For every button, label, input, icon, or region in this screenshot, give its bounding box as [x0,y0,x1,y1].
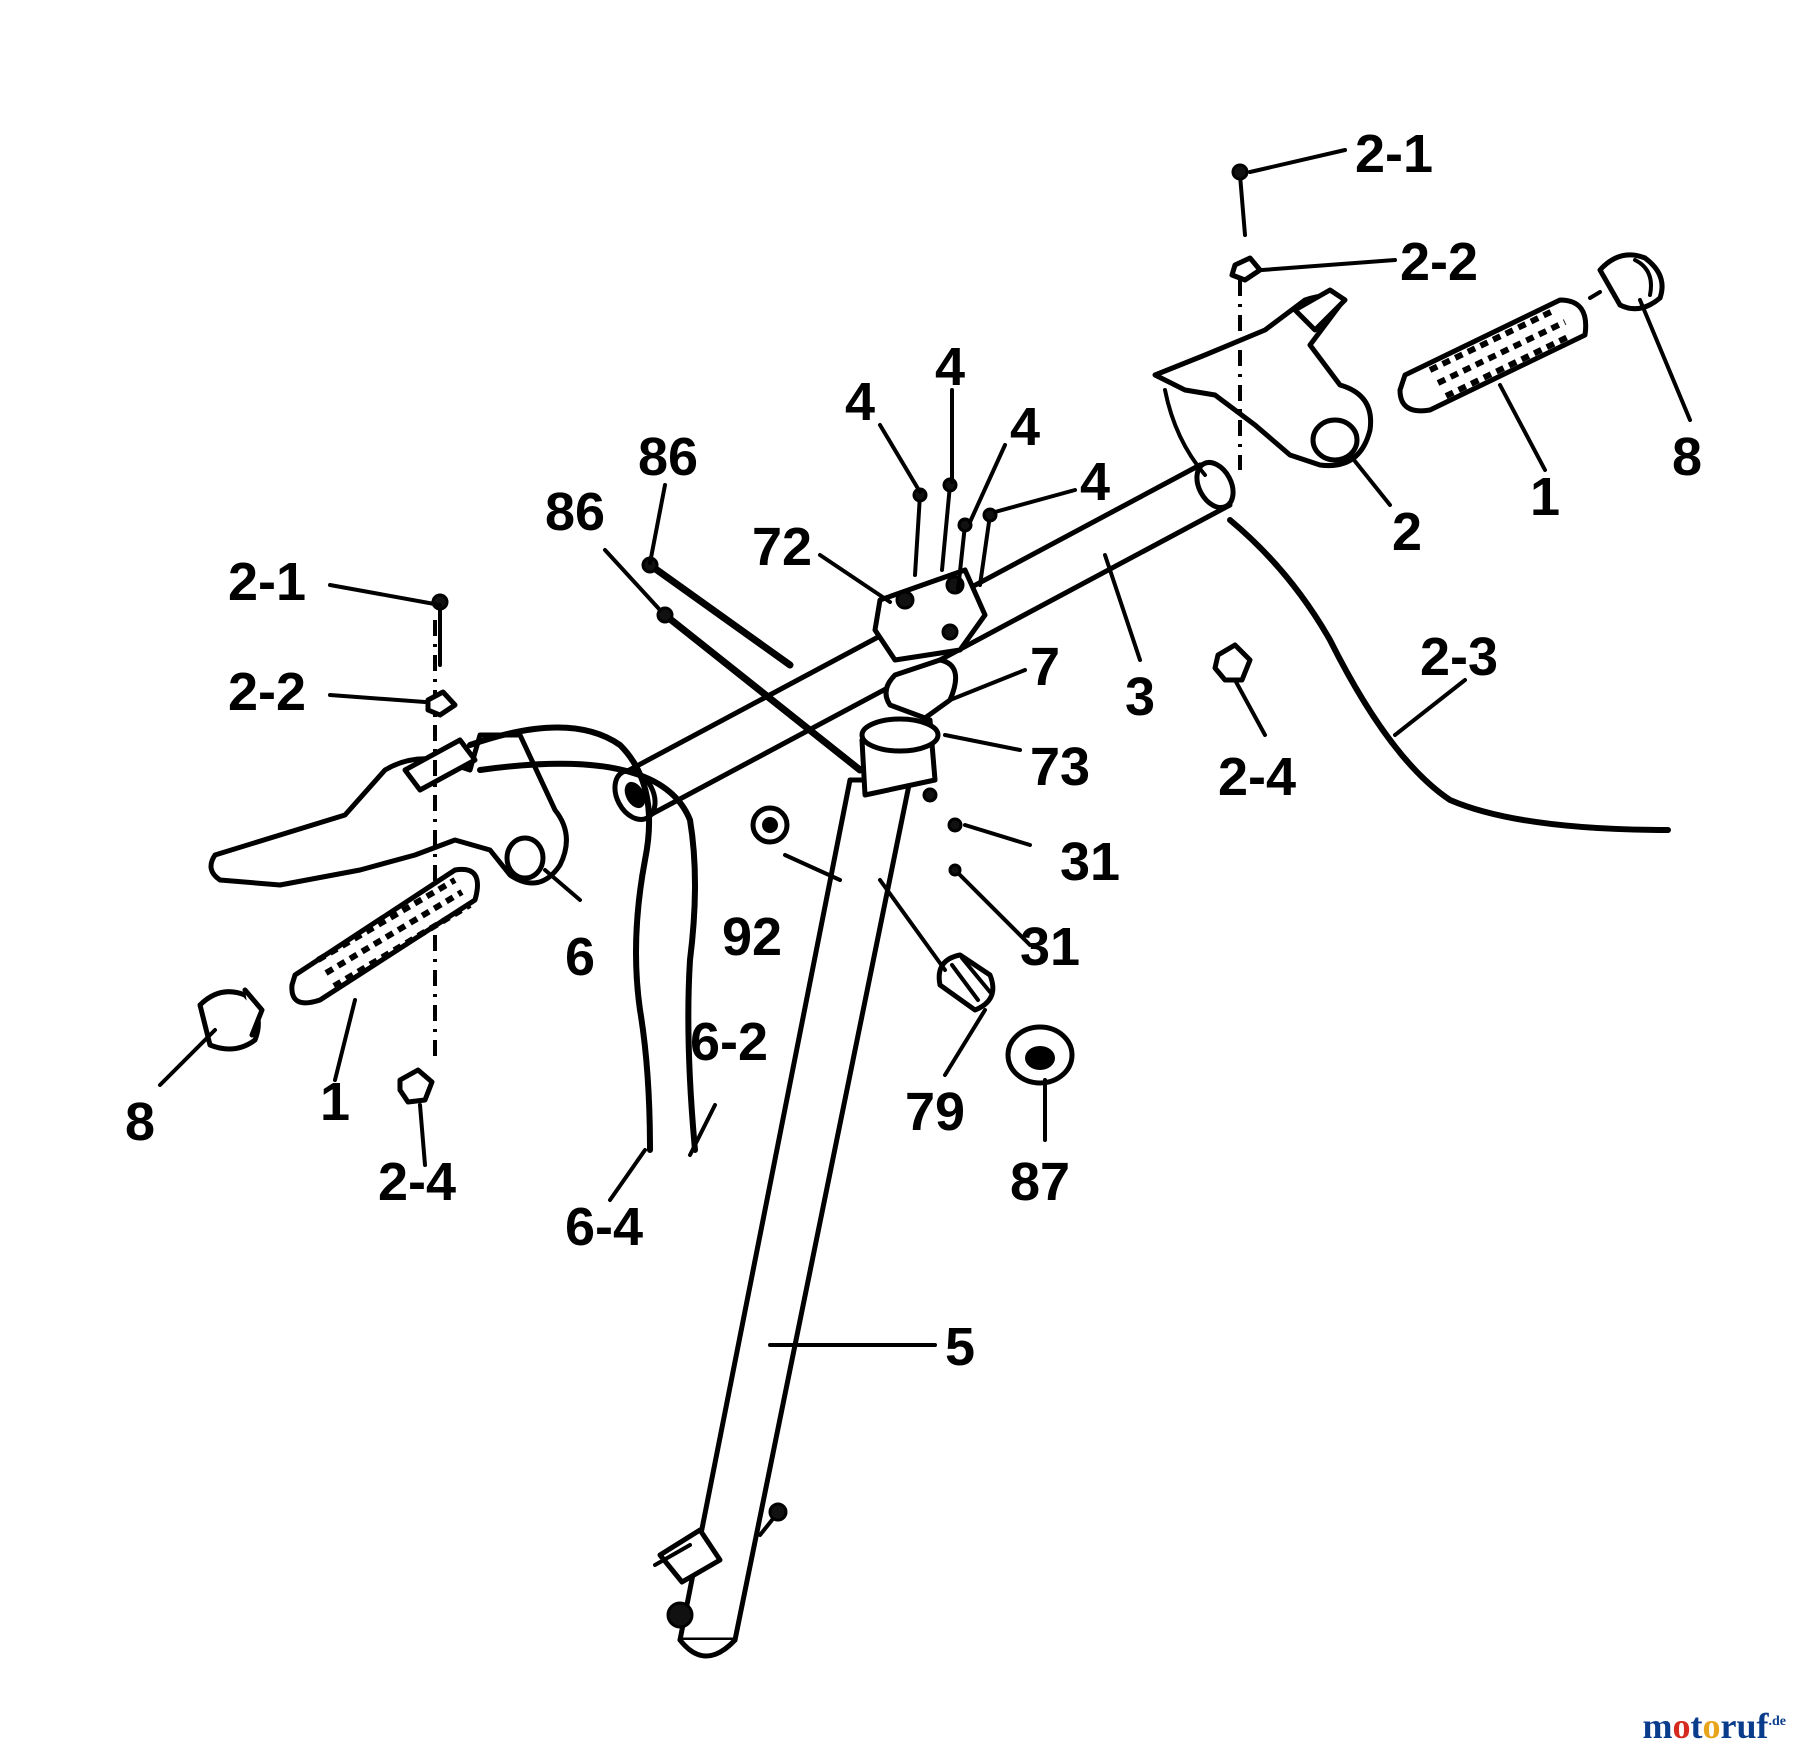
lever-icon-right [1152,280,1374,477]
label-2-3: 2-3 [1420,627,1498,687]
label-31-b: 31 [1020,917,1080,977]
end-cap-icon-right [1597,252,1665,312]
label-8-right: 8 [1672,427,1702,487]
lever-icon-left [208,620,698,1153]
label-87: 87 [1010,1152,1070,1212]
label-4-b: 4 [935,337,965,397]
bolt-icon-group [912,477,998,592]
label-2-right: 2 [1392,502,1422,562]
label-6-2: 6-2 [690,1012,768,1072]
label-6: 6 [565,927,595,987]
label-2-1-left: 2-1 [228,552,306,612]
logo-m: m [1642,1706,1673,1746]
label-4-d: 4 [1080,452,1110,512]
label-2-4-left: 2-4 [378,1152,456,1212]
center-clamp [859,567,988,877]
label-1-left: 1 [320,1072,350,1132]
end-cap-icon-left [197,987,265,1052]
label-2-2-right: 2-2 [1400,232,1478,292]
pin-parts [641,556,864,774]
logo-o2: o [1702,1706,1721,1746]
callout-labels: 2-1 2-2 8 1 2 4 4 4 4 86 86 72 3 7 73 2-… [125,124,1702,1377]
label-6-4: 6-4 [565,1197,643,1257]
label-86-a: 86 [638,427,698,487]
logo-t: t [1690,1706,1703,1746]
label-5: 5 [945,1317,975,1377]
cable-2-3 [1227,517,1671,833]
label-4-c: 4 [1010,397,1040,457]
leader-lines [158,148,1692,1347]
end-cap-icon-87 [1005,1024,1075,1086]
label-8-left: 8 [125,1092,155,1152]
label-2-1-right: 2-1 [1355,124,1433,184]
watermark-logo: motoruf.de [1643,1705,1787,1747]
label-7: 7 [1030,637,1060,697]
label-3: 3 [1125,667,1155,727]
logo-tld: .de [1768,1714,1787,1729]
logo-ruf: ruf [1720,1706,1769,1746]
nut-icon-left [397,593,458,1105]
nut-icon-right [1212,163,1263,683]
grip-icon-right [1397,290,1602,414]
label-2-2-left: 2-2 [228,662,306,722]
label-72: 72 [752,517,812,577]
grip-icon-left [289,866,480,1006]
bushing-92 [750,805,790,845]
logo-o1: o [1672,1706,1691,1746]
steering-tube [653,777,913,1659]
label-92: 92 [722,907,782,967]
label-1-right: 1 [1530,467,1560,527]
label-73: 73 [1030,737,1090,797]
label-86-b: 86 [545,482,605,542]
label-31-a: 31 [1060,832,1120,892]
spring-79 [878,878,996,1013]
label-79: 79 [905,1082,965,1142]
label-4-a: 4 [845,372,875,432]
label-2-4-right: 2-4 [1218,747,1296,807]
